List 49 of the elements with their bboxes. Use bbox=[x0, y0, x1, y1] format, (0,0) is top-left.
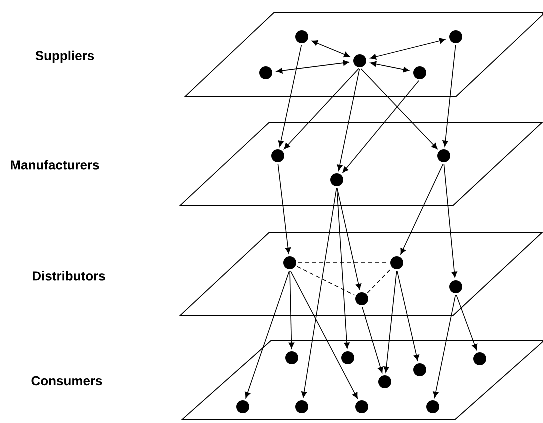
arrow bbox=[245, 270, 290, 398]
dot bbox=[354, 54, 366, 68]
arrow bbox=[302, 188, 338, 398]
arrow bbox=[370, 38, 446, 60]
layer-label: Distributors bbox=[33, 271, 106, 281]
arrow bbox=[290, 270, 358, 399]
arrow bbox=[384, 270, 398, 373]
arrow bbox=[442, 44, 456, 147]
dot bbox=[414, 364, 426, 376]
arrow bbox=[312, 40, 350, 58]
dot bbox=[414, 66, 426, 80]
dot bbox=[342, 352, 354, 364]
dot bbox=[438, 150, 450, 162]
dot bbox=[390, 256, 404, 270]
arrow bbox=[284, 68, 360, 150]
dot bbox=[260, 66, 272, 80]
layer-label: Consumers bbox=[32, 376, 102, 386]
layer-label: Manufacturers bbox=[11, 160, 100, 170]
dot bbox=[450, 280, 462, 294]
dot bbox=[330, 174, 344, 186]
dot bbox=[236, 400, 250, 414]
arrow bbox=[336, 188, 350, 349]
arrow bbox=[278, 164, 292, 254]
arrow bbox=[433, 294, 456, 398]
dot bbox=[356, 292, 368, 306]
dot bbox=[296, 30, 308, 44]
dot bbox=[286, 352, 298, 364]
arrow bbox=[342, 80, 420, 174]
arrow bbox=[288, 270, 295, 349]
arrow bbox=[337, 68, 360, 172]
arrow bbox=[400, 164, 444, 255]
dot bbox=[378, 376, 392, 388]
dot bbox=[296, 400, 308, 414]
dot bbox=[450, 30, 462, 44]
dot bbox=[272, 150, 284, 162]
dot bbox=[426, 400, 440, 414]
dot bbox=[474, 352, 486, 366]
arrow bbox=[336, 188, 362, 290]
arrow bbox=[444, 164, 458, 278]
arrow bbox=[276, 60, 350, 74]
arrow bbox=[362, 306, 384, 374]
arrow bbox=[456, 294, 478, 350]
arrow bbox=[360, 68, 438, 150]
dot bbox=[356, 400, 368, 414]
arrow bbox=[396, 270, 420, 362]
arrow bbox=[278, 44, 302, 148]
arrow bbox=[370, 61, 410, 73]
layer-label: Suppliers bbox=[36, 50, 94, 64]
dot bbox=[284, 256, 296, 270]
